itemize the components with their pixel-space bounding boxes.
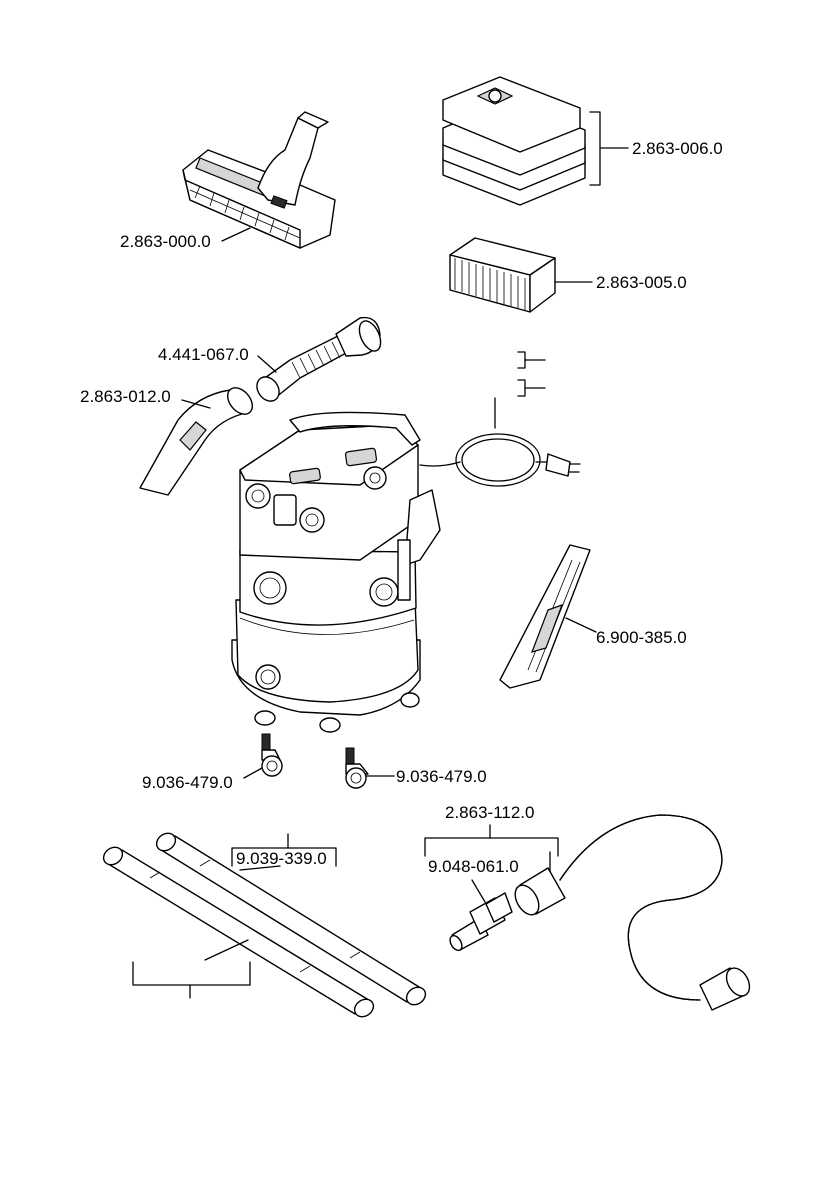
floor-nozzle <box>183 112 335 248</box>
vacuum-cleaner <box>232 412 440 732</box>
bracket-cord-1 <box>518 352 525 368</box>
bracket-dust-bags <box>590 112 600 185</box>
label-tool-adapter-kit: 2.863-112.0 <box>445 803 534 822</box>
label-suction-tubes: 9.039-339.0 <box>236 849 327 868</box>
leader-tubes-lower <box>205 940 248 960</box>
crevice-nozzle <box>500 545 590 688</box>
leader-caster-left <box>244 768 262 778</box>
label-dust-bags: 2.863-006.0 <box>632 139 723 158</box>
dust-bags <box>443 77 585 205</box>
leader-hose-adapter <box>258 356 276 372</box>
label-floor-nozzle: 2.863-000.0 <box>120 232 211 251</box>
label-hose-adapter: 4.441-067.0 <box>158 345 249 364</box>
tool-adapter <box>448 893 512 952</box>
power-cord <box>420 434 580 486</box>
flat-filter <box>450 238 555 312</box>
label-flat-filter: 2.863-005.0 <box>596 273 687 292</box>
leader-floor-nozzle <box>222 228 250 241</box>
bracket-tubes-lower <box>133 962 250 985</box>
suction-hose-adapter <box>252 318 385 406</box>
label-crevice-nozzle: 6.900-385.0 <box>596 628 687 647</box>
label-caster-left: 9.036-479.0 <box>142 773 233 792</box>
label-elbow: 2.863-012.0 <box>80 387 171 406</box>
caster-right <box>346 748 368 788</box>
flexible-hose <box>510 815 754 1010</box>
bracket-cord-2 <box>518 380 525 396</box>
caster-left <box>262 734 282 776</box>
bracket-tool-adapter-kit <box>425 838 558 856</box>
leader-tool-adapter <box>472 880 485 902</box>
label-tool-adapter: 9.048-061.0 <box>428 857 519 876</box>
leader-crevice-nozzle <box>566 618 596 632</box>
label-caster-right: 9.036-479.0 <box>396 767 487 786</box>
